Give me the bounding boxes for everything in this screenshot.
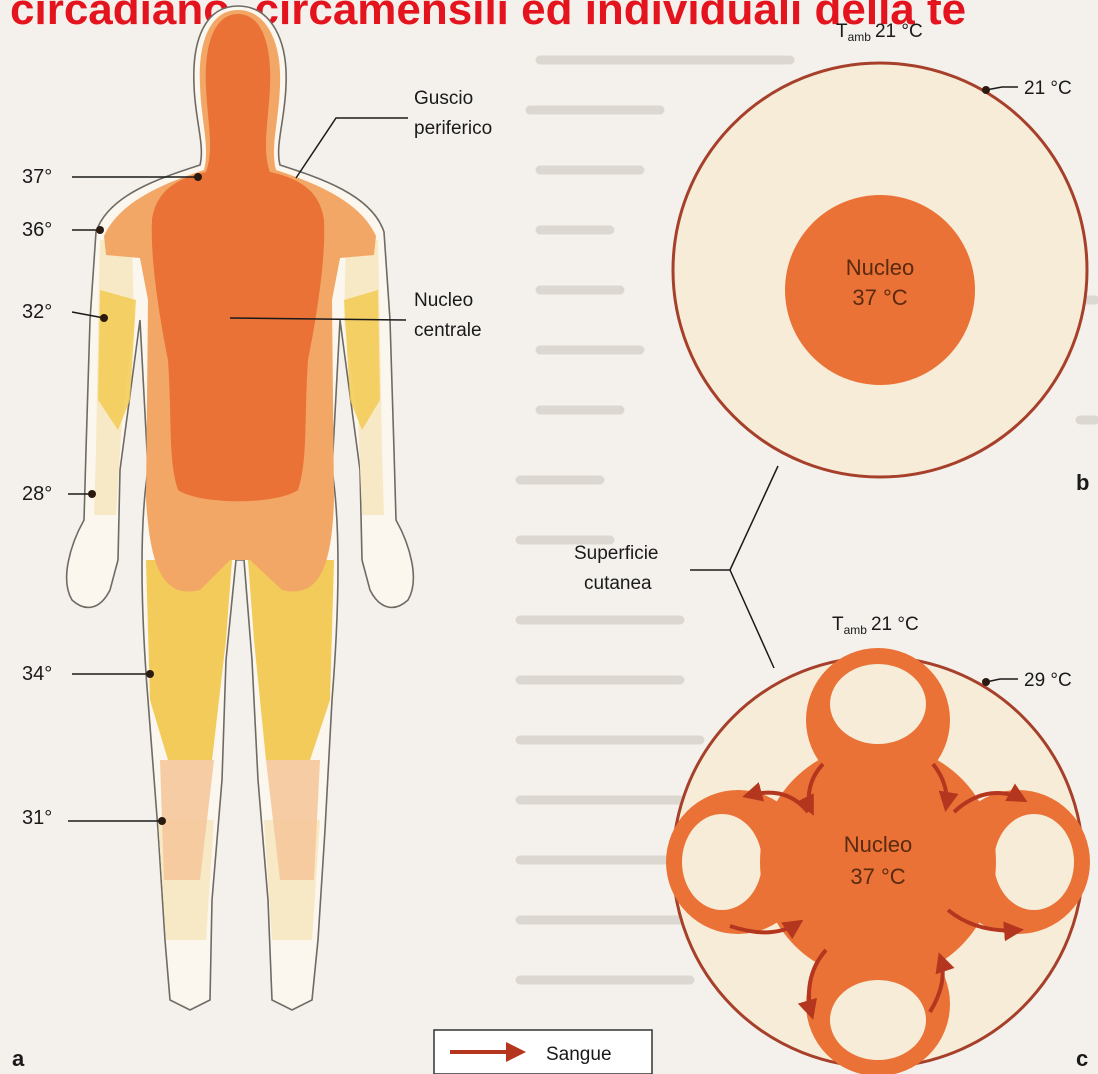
skin-temp-b: 21 °C	[1024, 78, 1072, 99]
panel-c-circle: Nucleo 37 °C	[666, 648, 1090, 1074]
panel-label-c: c	[1076, 1046, 1088, 1071]
temp-label-thigh: 34°	[22, 663, 52, 685]
lower-leg-zone	[160, 760, 320, 880]
panel-label-a: a	[12, 1046, 25, 1071]
core-name-b: Nucleo	[846, 255, 914, 280]
core-circle-c	[760, 744, 996, 980]
legend-label: Sangue	[546, 1044, 612, 1065]
core-temp-c: 37 °C	[850, 864, 905, 889]
shell-label-line1: Guscio	[414, 88, 473, 109]
temp-label-chest: 37°	[22, 166, 52, 188]
legend: Sangue	[434, 1030, 652, 1074]
skin-surface-line1: Superficie	[574, 543, 659, 564]
core-temp-b: 37 °C	[852, 285, 907, 310]
skin-temp-c: 29 °C	[1024, 670, 1072, 691]
temp-label-forearm: 28°	[22, 483, 52, 505]
temp-label-shin: 31°	[22, 807, 52, 829]
panel-b-circle: Nucleo 37 °C	[673, 63, 1087, 477]
shell-label-line2: periferico	[414, 118, 492, 139]
body-core	[152, 14, 325, 501]
core-name-c: Nucleo	[844, 832, 912, 857]
temp-label-shoulder: 36°	[22, 219, 52, 241]
core-label-line2: centrale	[414, 320, 482, 341]
skin-surface-callout: Superficie cutanea	[574, 466, 778, 668]
skin-surface-line2: cutanea	[584, 573, 652, 594]
thigh-yellow-zone	[146, 560, 334, 760]
body-figure	[67, 6, 414, 1010]
temp-label-upper-arm: 32°	[22, 301, 52, 323]
title-banner: circadiano, circamensili ed individuali …	[10, 0, 966, 34]
panel-label-b: b	[1076, 470, 1089, 495]
core-label-line1: Nucleo	[414, 290, 473, 311]
